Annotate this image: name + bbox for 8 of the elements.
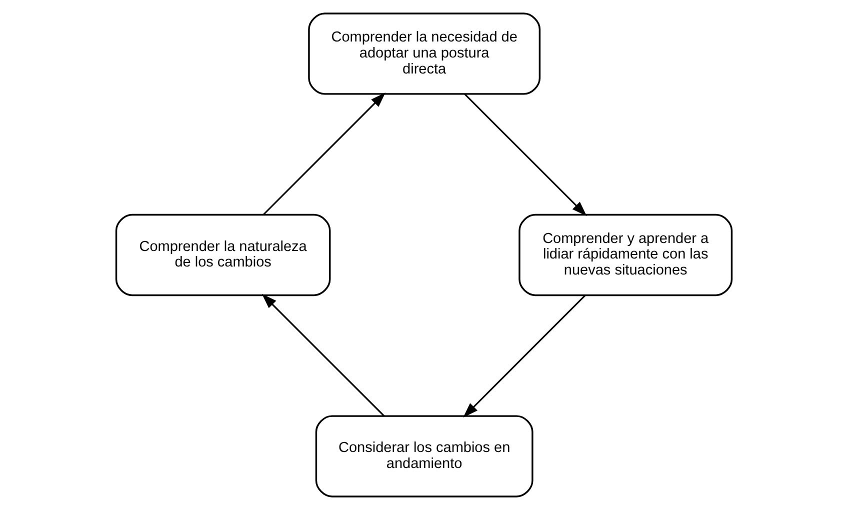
arrow [262, 294, 385, 417]
node-box: Comprender y aprender a lidiar rápidamente con las nuevas situaciones [518, 214, 733, 296]
arrow [464, 93, 587, 216]
node-box: Comprender la necesidad de adoptar una postura directa [308, 12, 541, 95]
arrow [262, 92, 386, 216]
node-box: Considerar los cambios en andamiento [315, 415, 534, 498]
arrow [463, 294, 586, 418]
node-box: Comprender la naturaleza de los cambios [115, 214, 331, 296]
